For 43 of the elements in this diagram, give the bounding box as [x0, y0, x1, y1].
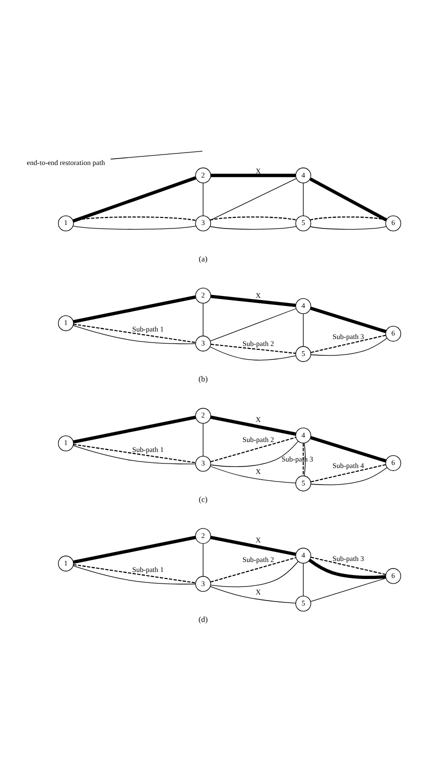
connector: [73, 536, 196, 564]
connector: [210, 308, 296, 342]
connector: [210, 294, 296, 307]
connector: [210, 557, 296, 582]
connector: [310, 556, 386, 575]
connector: [302, 314, 304, 347]
connector: [210, 344, 296, 354]
connector: [202, 182, 204, 216]
connector: [302, 443, 304, 476]
connector: [210, 226, 297, 230]
connector: [210, 174, 296, 178]
connector: [310, 306, 386, 334]
connector: [210, 436, 296, 462]
connector: [202, 303, 204, 336]
connector: [302, 563, 304, 596]
connector: [210, 586, 296, 604]
connector: [310, 216, 387, 220]
connector: [310, 578, 386, 602]
connector: [302, 182, 304, 216]
connector: [72, 176, 196, 223]
connector: [310, 334, 386, 353]
connector: [210, 178, 297, 221]
connector: [210, 216, 297, 221]
connector: [73, 416, 196, 444]
connector: [210, 536, 296, 556]
connector: [210, 440, 298, 467]
connector: [210, 416, 296, 436]
connector: [202, 544, 204, 577]
connector: [210, 561, 298, 588]
connector: [304, 442, 306, 476]
connector: [310, 467, 388, 486]
connector: [72, 226, 196, 230]
connector: [110, 150, 203, 160]
connector: [73, 295, 196, 324]
connector: [210, 346, 296, 360]
connector: [202, 423, 204, 456]
connector: [310, 436, 386, 463]
connector: [310, 464, 386, 482]
connector: [210, 466, 296, 484]
connector: [310, 338, 388, 356]
connector: [308, 558, 386, 579]
connector: [310, 226, 387, 230]
connector: [310, 177, 388, 222]
